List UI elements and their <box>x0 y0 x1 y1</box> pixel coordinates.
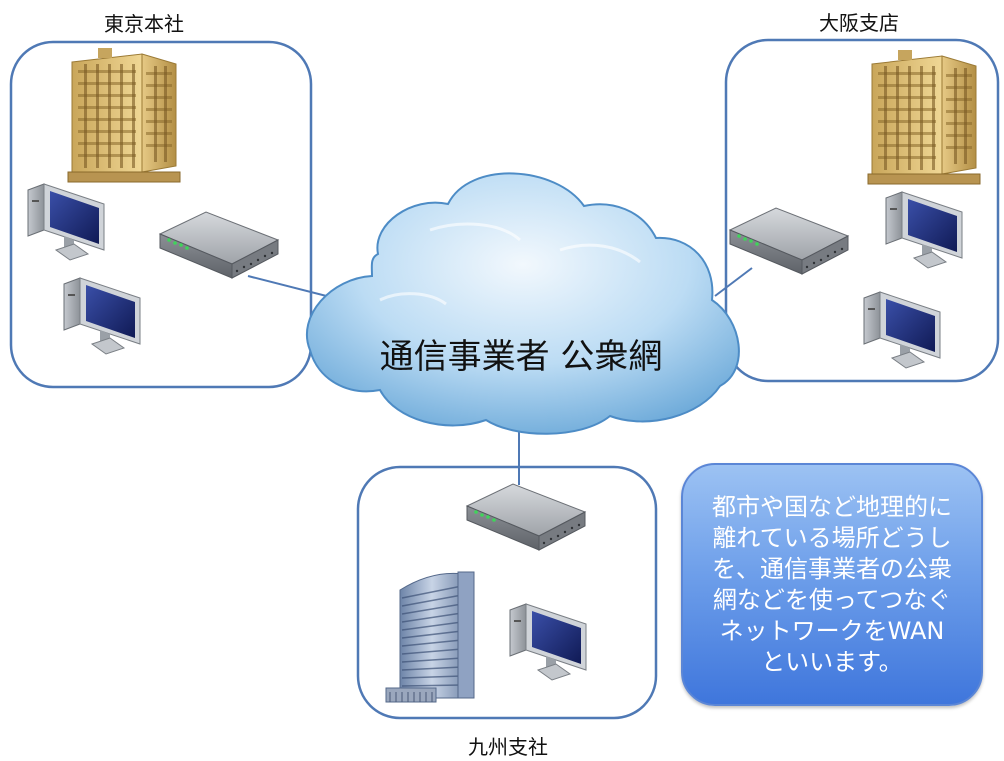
cloud-icon <box>305 172 740 435</box>
site-label-kyushu: 九州支社 <box>468 735 548 759</box>
office-building-icon <box>867 49 981 185</box>
site-label-tokyo: 東京本社 <box>104 12 184 36</box>
callout-line: 離れている場所どうし <box>712 523 952 552</box>
office-building-icon <box>67 47 181 183</box>
site-label-osaka: 大阪支店 <box>819 11 899 35</box>
callout-line: を、通信事業者の公衆 <box>712 554 952 583</box>
callout-line: といいます。 <box>761 647 903 676</box>
cloud-label: 通信事業者 公衆網 <box>380 337 663 377</box>
callout-line: ネットワークをWAN <box>719 616 945 645</box>
explanation-callout: 都市や国など地理的に 離れている場所どうし を、通信事業者の公衆 網などを使って… <box>681 463 983 706</box>
callout-line: 都市や国など地理的に <box>712 492 952 521</box>
link-osaka <box>714 267 753 297</box>
callout-text: 都市や国など地理的に 離れている場所どうし を、通信事業者の公衆 網などを使って… <box>712 492 952 678</box>
callout-line: 網などを使ってつなぐ <box>712 585 952 614</box>
